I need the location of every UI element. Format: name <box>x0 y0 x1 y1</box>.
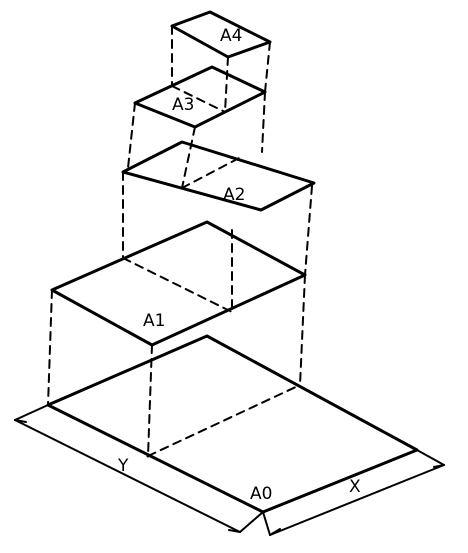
sheet-a2-outline <box>121 140 316 212</box>
dimension-x-extension-left <box>262 511 271 536</box>
connectors-a3-a2 <box>127 91 266 189</box>
sheet-a1-fold-line <box>122 257 233 313</box>
dimension-y-line <box>14 419 241 533</box>
connectors-a2-a1 <box>122 171 313 313</box>
sheet-a2 <box>121 140 316 212</box>
dimension-y-tick-right <box>228 529 241 533</box>
dimension-x-tick-right <box>433 464 445 468</box>
dimension-y-tick-left <box>14 419 27 423</box>
dimension-x-extension-right <box>416 449 445 466</box>
dimension-y <box>14 404 264 533</box>
dimension-y-extension-right <box>239 511 264 533</box>
sheet-a3-fold-line <box>171 85 226 113</box>
sheet-a0-fold-line <box>147 384 301 457</box>
connectors-a1-a0 <box>47 274 306 457</box>
dimension-y-label: Y <box>117 456 129 476</box>
label-a4: A4 <box>220 26 242 46</box>
dimension-x-line <box>269 464 445 536</box>
connectors-a4-a3 <box>171 25 271 113</box>
label-a3: A3 <box>172 95 194 115</box>
label-a1: A1 <box>143 311 165 331</box>
label-a2: A2 <box>223 185 245 205</box>
dimension-y-extension-left <box>14 404 49 421</box>
dimension-x-tick-left <box>269 528 281 536</box>
dimension-x <box>262 449 445 536</box>
sheet-a2-fold-line <box>181 155 244 189</box>
label-a0: A0 <box>250 484 272 504</box>
dimension-x-label: X <box>349 477 361 497</box>
